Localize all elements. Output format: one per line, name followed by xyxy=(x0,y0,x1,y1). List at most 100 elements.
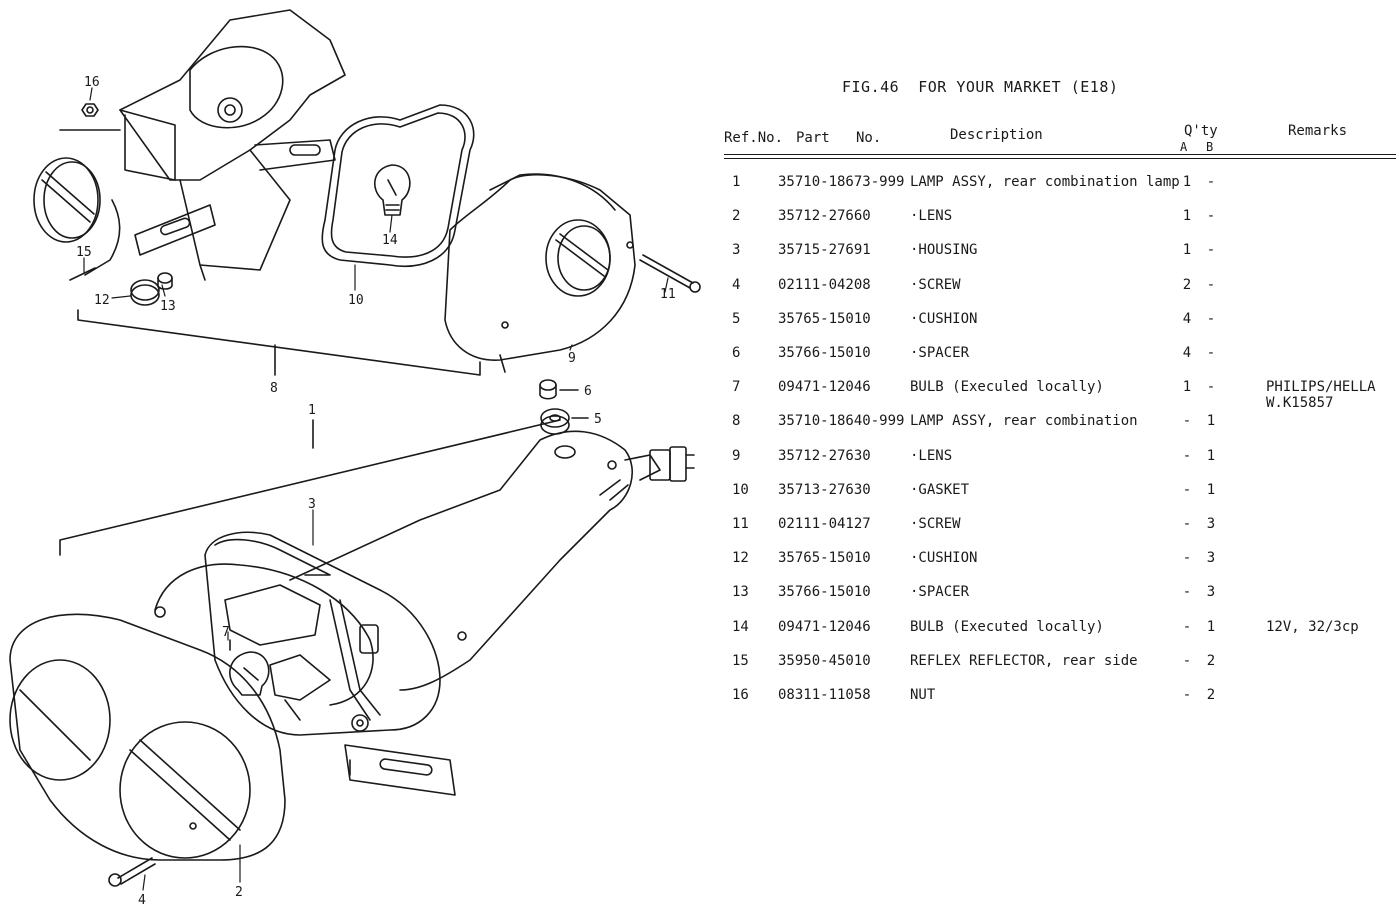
qty-b-cell: - xyxy=(1206,379,1216,396)
description-cell: ·CUSHION xyxy=(910,310,978,327)
qty-b-cell: - xyxy=(1206,345,1216,361)
qty-a-cell: 4 xyxy=(1182,310,1192,327)
part-number-cell: 35710-18640-999 xyxy=(778,413,905,430)
ref-no-cell: 9 xyxy=(732,447,741,464)
description-cell: BULB (Executed locally) xyxy=(910,618,1104,635)
part-number-cell: 08311-11058 xyxy=(778,687,871,703)
description-cell: LAMP ASSY, rear combination lamp xyxy=(910,174,1180,190)
qty-a-cell: 1 xyxy=(1182,174,1192,190)
description-cell: BULB (Execuled locally) xyxy=(910,379,1104,396)
part-number-cell: 35710-18673-999 xyxy=(778,174,905,190)
ref-no-cell: 16 xyxy=(732,687,749,703)
callout-12: 12 xyxy=(94,293,110,308)
qty-b-cell: 3 xyxy=(1206,550,1216,567)
callout-8: 8 xyxy=(270,381,278,396)
qty-b-cell: 1 xyxy=(1206,447,1216,464)
qty-b-cell: 3 xyxy=(1206,516,1216,532)
assembly-bracket-1 xyxy=(59,419,561,556)
header-qty: Q'ty xyxy=(1184,123,1218,139)
lens-part-2 xyxy=(9,613,286,861)
part-number-cell: 35765-15010 xyxy=(778,550,871,567)
qty-a-cell: 1 xyxy=(1182,208,1192,225)
table-row: 8 35710-18640-999 LAMP ASSY, rear combinat… xyxy=(720,413,1396,443)
ref-no-cell: 5 xyxy=(732,310,741,327)
ref-no-cell: 4 xyxy=(732,276,741,293)
callout-16: 16 xyxy=(84,75,100,90)
description-cell: LAMP ASSY, rear combination xyxy=(910,413,1138,430)
upper-bracket-assembly xyxy=(119,9,346,281)
cushion-spacer-part-12-13 xyxy=(130,272,173,306)
qty-b-cell: - xyxy=(1206,174,1216,190)
description-cell: ·HOUSING xyxy=(910,242,978,259)
ref-no-cell: 7 xyxy=(732,379,741,396)
callout-3: 3 xyxy=(308,497,316,512)
lower-mounting-arm xyxy=(289,430,695,691)
remarks-cell: PHILIPS/HELLA xyxy=(1266,379,1376,396)
header-part: Part xyxy=(796,130,830,146)
part-number-cell: 35712-27660 xyxy=(778,208,871,225)
ref-no-cell: 14 xyxy=(732,618,749,635)
part-number-cell: 35713-27630 xyxy=(778,481,871,498)
qty-a-cell: - xyxy=(1182,447,1192,464)
qty-a-cell: - xyxy=(1182,550,1192,567)
callout-5: 5 xyxy=(594,412,602,427)
ref-no-cell: 1 xyxy=(732,174,741,190)
header-qty-b: B xyxy=(1206,140,1214,154)
qty-b-cell: 2 xyxy=(1206,687,1216,703)
nut-part-16 xyxy=(59,103,121,131)
description-cell: ·SCREW xyxy=(910,516,961,532)
qty-a-cell: 1 xyxy=(1182,242,1192,259)
remarks-cell-line2: W.K15857 xyxy=(1266,395,1334,412)
description-cell: ·CUSHION xyxy=(910,550,978,567)
part-number-cell: 09471-12046 xyxy=(778,379,871,396)
description-cell: ·GASKET xyxy=(910,481,970,498)
table-row: 16 08311-11058 NUT -2 xyxy=(720,687,1396,717)
qty-b-cell: 2 xyxy=(1206,652,1216,669)
part-number-cell: 35766-15010 xyxy=(778,345,871,361)
parts-catalog: FIG.46 FOR YOUR MARKET (E18) Ref.No. Par… xyxy=(720,0,1396,912)
qty-a-cell: - xyxy=(1182,618,1192,635)
callout-4: 4 xyxy=(138,893,146,908)
license-plate-bracket xyxy=(344,714,456,796)
header-qty-a: A xyxy=(1180,140,1188,154)
screw-part-4 xyxy=(108,857,156,887)
description-cell: ·SCREW xyxy=(910,276,961,293)
part-number-cell: 35712-27630 xyxy=(778,447,871,464)
callout-15: 15 xyxy=(76,245,92,260)
cushion-part-5 xyxy=(540,408,589,435)
header-rule-bottom xyxy=(724,158,1396,159)
callout-7: 7 xyxy=(222,625,230,640)
callout-13: 13 xyxy=(160,299,176,314)
callout-10: 10 xyxy=(348,293,364,308)
callout-labels: 16 15 12 13 14 10 11 9 8 1 6 5 3 7 4 2 xyxy=(76,75,676,908)
qty-a-cell: - xyxy=(1182,687,1192,703)
callout-9: 9 xyxy=(568,351,576,366)
qty-a-cell: - xyxy=(1182,516,1192,532)
gasket-part-10 xyxy=(321,104,475,267)
ref-no-cell: 13 xyxy=(732,584,749,601)
ref-no-cell: 6 xyxy=(732,345,741,361)
qty-b-cell: - xyxy=(1206,242,1216,259)
description-cell: NUT xyxy=(910,687,936,703)
spacer-part-6 xyxy=(539,379,579,400)
qty-a-cell: - xyxy=(1182,413,1192,430)
qty-b-cell: 3 xyxy=(1206,584,1216,601)
callout-14: 14 xyxy=(382,233,398,248)
housing-part-3 xyxy=(154,531,441,736)
part-number-cell: 09471-12046 xyxy=(778,618,871,635)
figure-title: FIG.46 FOR YOUR MARKET (E18) xyxy=(842,78,1119,96)
qty-a-cell: 1 xyxy=(1182,379,1192,396)
callout-2: 2 xyxy=(235,885,243,900)
part-number-cell: 35766-15010 xyxy=(778,584,871,601)
callout-1: 1 xyxy=(308,403,316,418)
ref-no-cell: 8 xyxy=(732,413,741,430)
header-no: No. xyxy=(856,130,882,146)
